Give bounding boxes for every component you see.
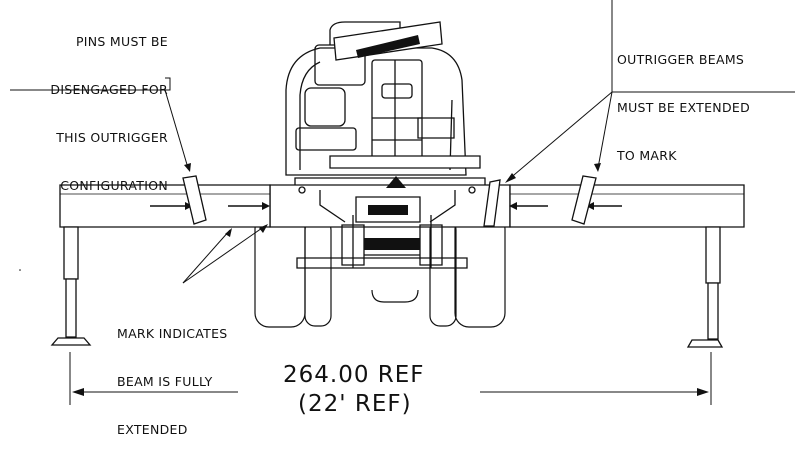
logo-plate xyxy=(334,22,442,60)
valve-bank xyxy=(342,215,442,268)
crane-truck xyxy=(255,22,510,327)
hydraulic-block xyxy=(418,118,454,138)
beam-arrows xyxy=(150,202,622,210)
dimension-value: 264.00 REF xyxy=(283,362,425,388)
outrigger-jack-right xyxy=(688,227,722,347)
outrigger-jack-left xyxy=(52,227,90,345)
outrigger-beam-right xyxy=(510,185,744,227)
mast xyxy=(372,60,422,160)
dimension-secondary: (22' REF) xyxy=(298,391,412,417)
rear-bumper xyxy=(297,258,467,268)
pins-note: PINS MUST BE DISENGAGED FOR THIS OUTRIGG… xyxy=(8,2,168,210)
beams-note: OUTRIGGER BEAMS MUST BE EXTENDED TO MARK xyxy=(617,20,750,180)
tires xyxy=(255,215,505,327)
beams-note-line: MUST BE EXTENDED xyxy=(617,100,750,115)
dimension-line xyxy=(70,352,711,405)
carrier-box xyxy=(270,176,510,227)
beams-note-line: OUTRIGGER BEAMS xyxy=(617,52,745,67)
leader-lines xyxy=(10,0,795,283)
mark-note-line: MARK INDICATES xyxy=(117,326,228,341)
outrigger-pins xyxy=(183,176,596,226)
pins-note-line: THIS OUTRIGGER xyxy=(56,130,168,145)
pins-note-line: DISENGAGED FOR xyxy=(50,82,168,97)
pins-note-line: PINS MUST BE xyxy=(75,34,168,49)
outrigger-diagram xyxy=(0,0,801,425)
mark-note: MARK INDICATES BEAM IS FULLY EXTENDED xyxy=(117,294,228,454)
pins-note-line: CONFIGURATION xyxy=(60,178,168,193)
mark-note-line: BEAM IS FULLY xyxy=(117,374,213,389)
mark-note-line: EXTENDED xyxy=(117,422,188,437)
turret-base xyxy=(330,156,480,168)
beams-note-line: TO MARK xyxy=(617,148,677,163)
